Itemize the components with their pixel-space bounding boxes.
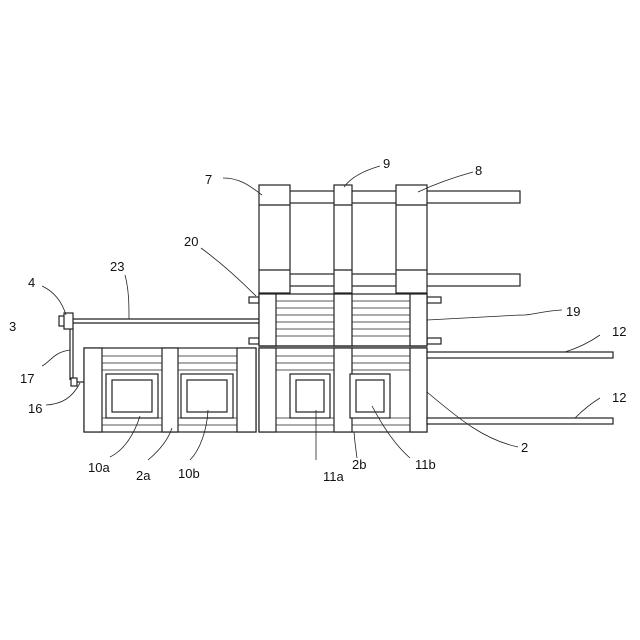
block-8: [396, 185, 427, 293]
divider-2a: [162, 348, 178, 432]
label-10a: 10a: [88, 460, 110, 475]
label-12-bottom: 12: [612, 390, 626, 405]
label-12-top: 12: [612, 324, 626, 339]
label-11a: 11a: [323, 469, 344, 484]
left-box: [84, 348, 256, 432]
label-23: 23: [110, 259, 124, 274]
label-11b: 11b: [415, 457, 436, 472]
label-2b: 2b: [352, 457, 366, 472]
label-4: 4: [28, 275, 35, 290]
label-3: 3: [9, 319, 16, 334]
rails-12: [427, 352, 613, 424]
label-20: 20: [184, 234, 198, 249]
label-8: 8: [475, 163, 482, 178]
rail-12-bottom: [427, 418, 613, 424]
upper-right-box: [249, 294, 441, 348]
label-16: 16: [28, 401, 42, 416]
label-9: 9: [383, 156, 390, 171]
head-4: [64, 313, 73, 329]
label-10b: 10b: [178, 466, 200, 481]
label-7: 7: [205, 172, 212, 187]
block-7: [259, 185, 290, 293]
rail-12-top: [427, 352, 613, 358]
upper-frame: [259, 185, 520, 293]
lower-right-box: [259, 348, 427, 432]
divider-2b: [334, 348, 352, 432]
clamp-16: [71, 378, 77, 386]
label-2a: 2a: [136, 468, 151, 483]
block-9: [334, 185, 352, 293]
label-2: 2: [521, 440, 528, 455]
label-17: 17: [20, 371, 34, 386]
label-19: 19: [566, 304, 580, 319]
